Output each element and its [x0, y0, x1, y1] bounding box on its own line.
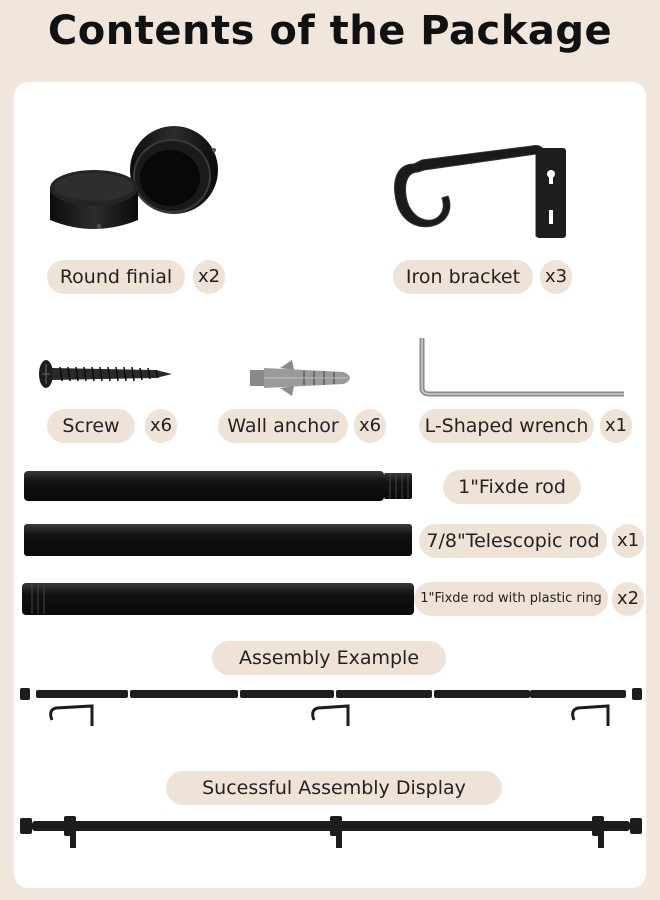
l-wrench-icon — [419, 338, 624, 397]
iron-bracket-icon — [394, 145, 566, 238]
screw-label: Screw — [47, 409, 135, 443]
round-finial-qty: x2 — [193, 260, 225, 294]
iron-bracket-label: Iron bracket — [393, 260, 533, 294]
assembly-example-diagram — [20, 688, 642, 726]
fixed-rod-label: 1"Fixde rod — [443, 470, 581, 504]
fixed-rod-ring-qty: x2 — [612, 582, 644, 616]
page-title: Contents of the Package — [47, 8, 613, 54]
wall-anchor-qty: x6 — [354, 409, 386, 443]
wall-anchor-icon — [250, 360, 350, 396]
successful-display-label: Sucessful Assembly Display — [166, 771, 502, 805]
screw-qty: x6 — [145, 409, 177, 443]
wrench-qty: x1 — [600, 409, 632, 443]
round-finial-label: Round finial — [47, 260, 185, 294]
telescopic-rod-qty: x1 — [612, 524, 644, 558]
round-finial-icon — [50, 126, 218, 229]
fixed-rod-ring-icon — [22, 583, 414, 615]
screw-icon — [39, 360, 172, 388]
assembly-example-label: Assembly Example — [212, 641, 446, 675]
telescopic-rod-label: 7/8"Telescopic rod — [419, 524, 607, 558]
telescopic-rod-icon — [24, 524, 412, 556]
fixed-rod-ring-label: 1"Fixde rod with plastic ring — [414, 582, 608, 616]
wall-anchor-label: Wall anchor — [218, 409, 348, 443]
successful-assembly-diagram — [20, 816, 642, 848]
iron-bracket-qty: x3 — [540, 260, 572, 294]
fixed-rod-icon — [24, 471, 412, 501]
wrench-label: L-Shaped wrench — [419, 409, 594, 443]
